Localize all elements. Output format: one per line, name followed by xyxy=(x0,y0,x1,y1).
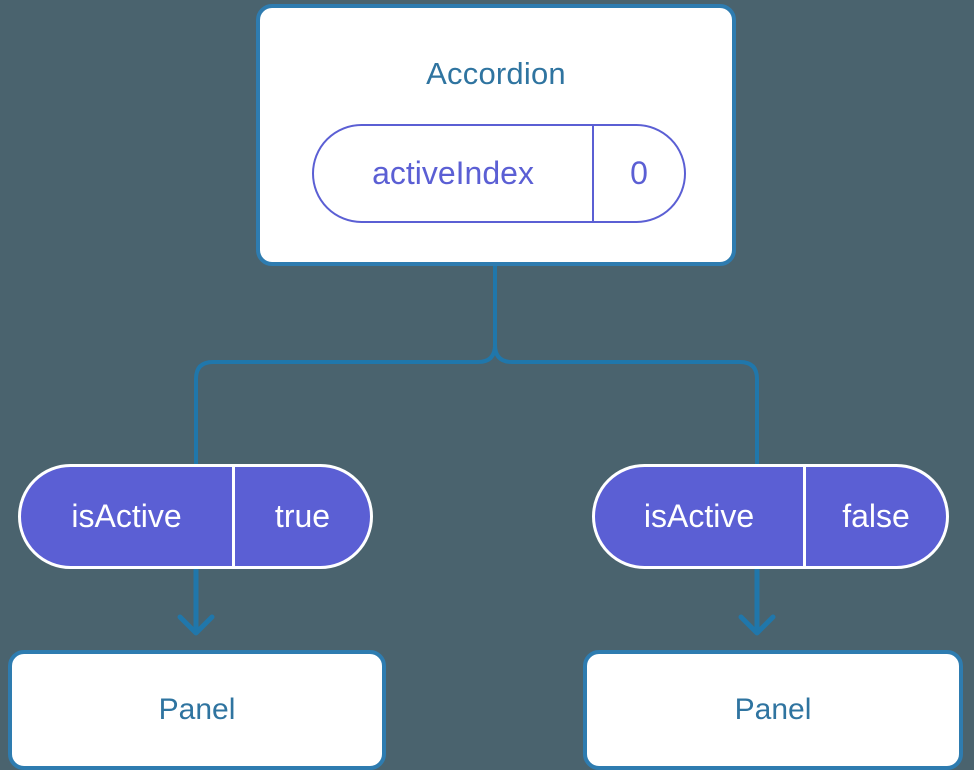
connector-trunk-split-right xyxy=(493,264,759,466)
component-card-accordion[interactable]: Accordion activeIndex 0 xyxy=(256,4,736,266)
component-title: Panel xyxy=(734,693,812,726)
component-card-panel-left[interactable]: Panel xyxy=(8,650,386,770)
state-pill-active-index[interactable]: activeIndex 0 xyxy=(312,124,686,223)
state-pill-value: 0 xyxy=(630,155,648,191)
state-pill-value: true xyxy=(274,498,331,534)
state-pill-is-active-false[interactable]: isActive false xyxy=(592,464,949,569)
state-pill-key: isActive xyxy=(21,467,235,566)
component-title: Accordion xyxy=(426,56,566,91)
state-pill-key: isActive xyxy=(595,467,806,566)
component-title: Panel xyxy=(158,693,236,726)
state-pill-key: activeIndex xyxy=(314,126,594,221)
state-pill-value: false xyxy=(842,498,910,534)
state-pill-is-active-true[interactable]: isActive true xyxy=(18,464,373,569)
component-card-panel-right[interactable]: Panel xyxy=(583,650,963,770)
arrow-head-right-icon xyxy=(738,614,776,636)
arrow-head-left-icon xyxy=(177,614,215,636)
connector-trunk-split xyxy=(194,264,497,466)
